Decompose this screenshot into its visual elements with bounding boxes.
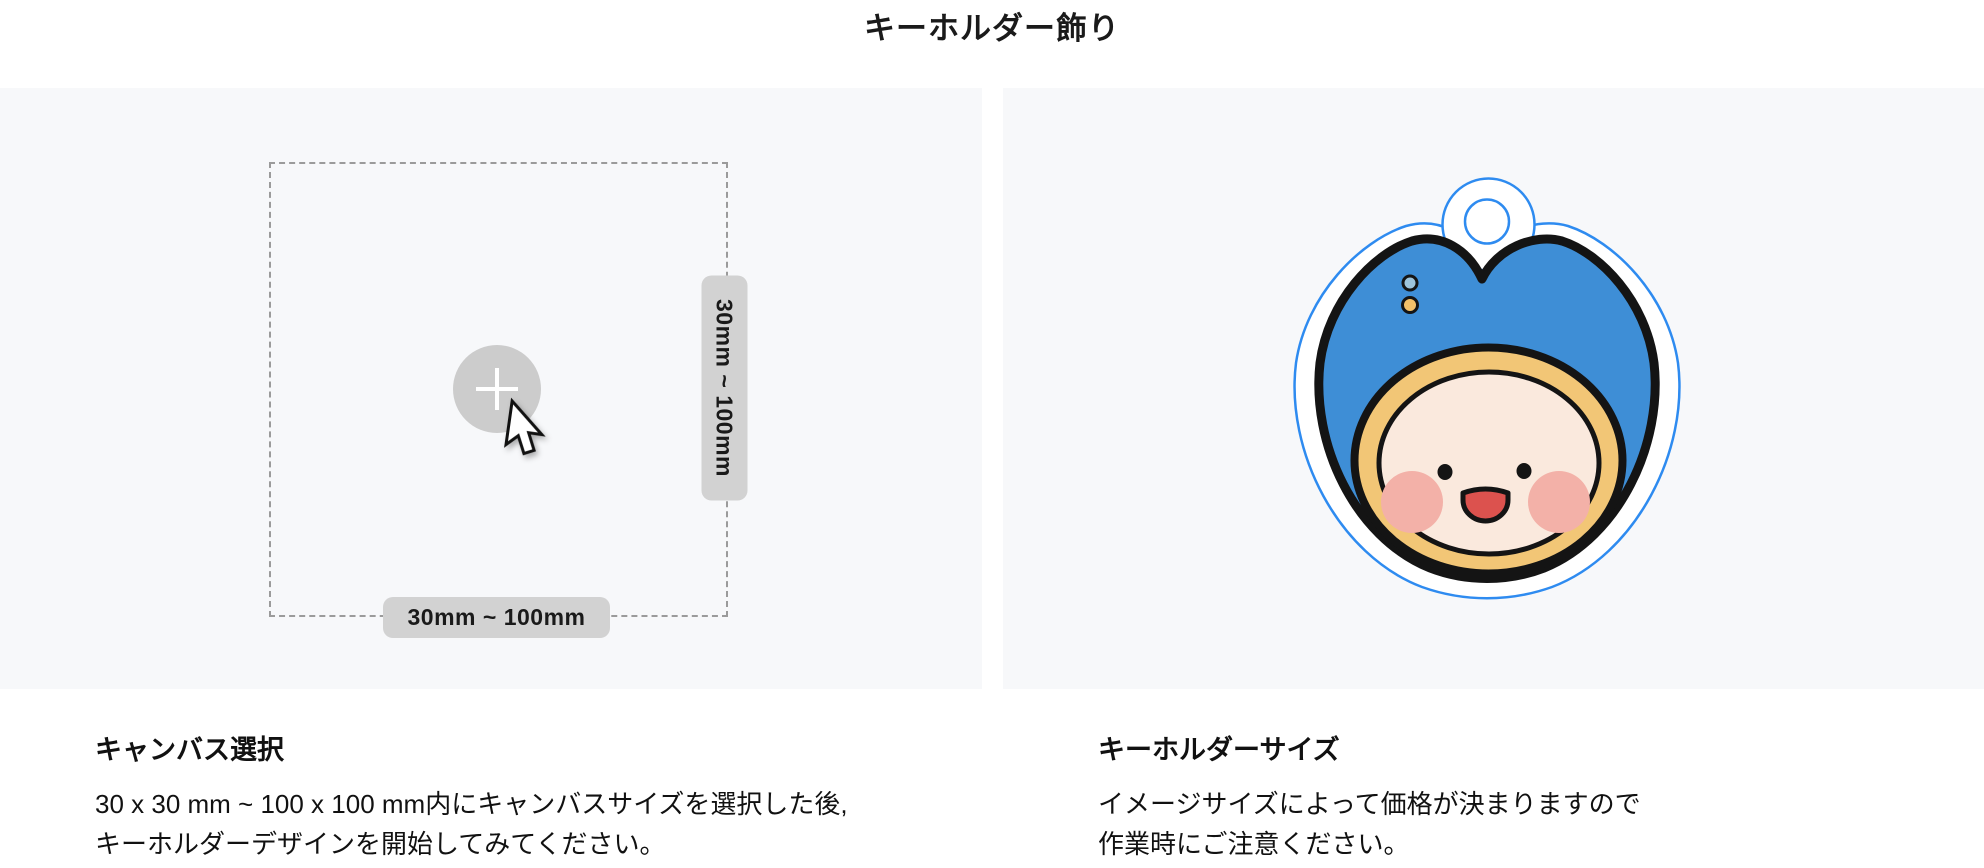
page-title: キーホルダー飾り <box>864 11 1120 46</box>
keyholder-size-body-line2: 作業時にご注意ください。 <box>1098 829 1410 859</box>
keyholder-size-section: キーホルダーサイズ イメージサイズによって価格が決まりますので 作業時にご注意く… <box>1098 730 1641 864</box>
keyholder-size-body: イメージサイズによって価格が決まりますので 作業時にご注意ください。 <box>1098 784 1641 864</box>
canvas-select-body: 30 x 30 mm ~ 100 x 100 mm内にキャンバスサイズを選択した… <box>95 784 848 864</box>
eye-left <box>1437 464 1453 480</box>
keychain-charm-illustration <box>1282 177 1702 605</box>
canvas-panel: 30mm ~ 100mm 30mm ~ 100mm <box>0 88 982 689</box>
eye-right <box>1516 463 1532 479</box>
preview-panel <box>1003 88 1984 689</box>
canvas-select-heading: キャンバス選択 <box>95 735 284 765</box>
canvas-select-body-line2: キーホルダーデザインを開始してみてください。 <box>95 829 666 859</box>
blush-left <box>1381 471 1443 533</box>
hood-dot-yellow-icon <box>1401 296 1419 314</box>
blush-right <box>1528 471 1590 533</box>
canvas-height-range-label: 30mm ~ 100mm <box>701 275 748 501</box>
canvas-width-range-label: 30mm ~ 100mm <box>383 597 610 638</box>
mouth <box>1460 486 1511 524</box>
hood-dot-blue-icon <box>1401 274 1419 292</box>
cursor-arrow-icon <box>504 397 546 456</box>
charm-ring-hole <box>1463 198 1511 245</box>
keyholder-size-heading: キーホルダーサイズ <box>1098 735 1340 765</box>
canvas-select-section: キャンバス選択 30 x 30 mm ~ 100 x 100 mm内にキャンバス… <box>95 730 848 864</box>
keyholder-size-body-line1: イメージサイズによって価格が決まりますので <box>1098 789 1641 819</box>
plus-icon <box>476 368 518 410</box>
canvas-select-body-line1: 30 x 30 mm ~ 100 x 100 mm内にキャンバスサイズを選択した… <box>95 789 848 819</box>
